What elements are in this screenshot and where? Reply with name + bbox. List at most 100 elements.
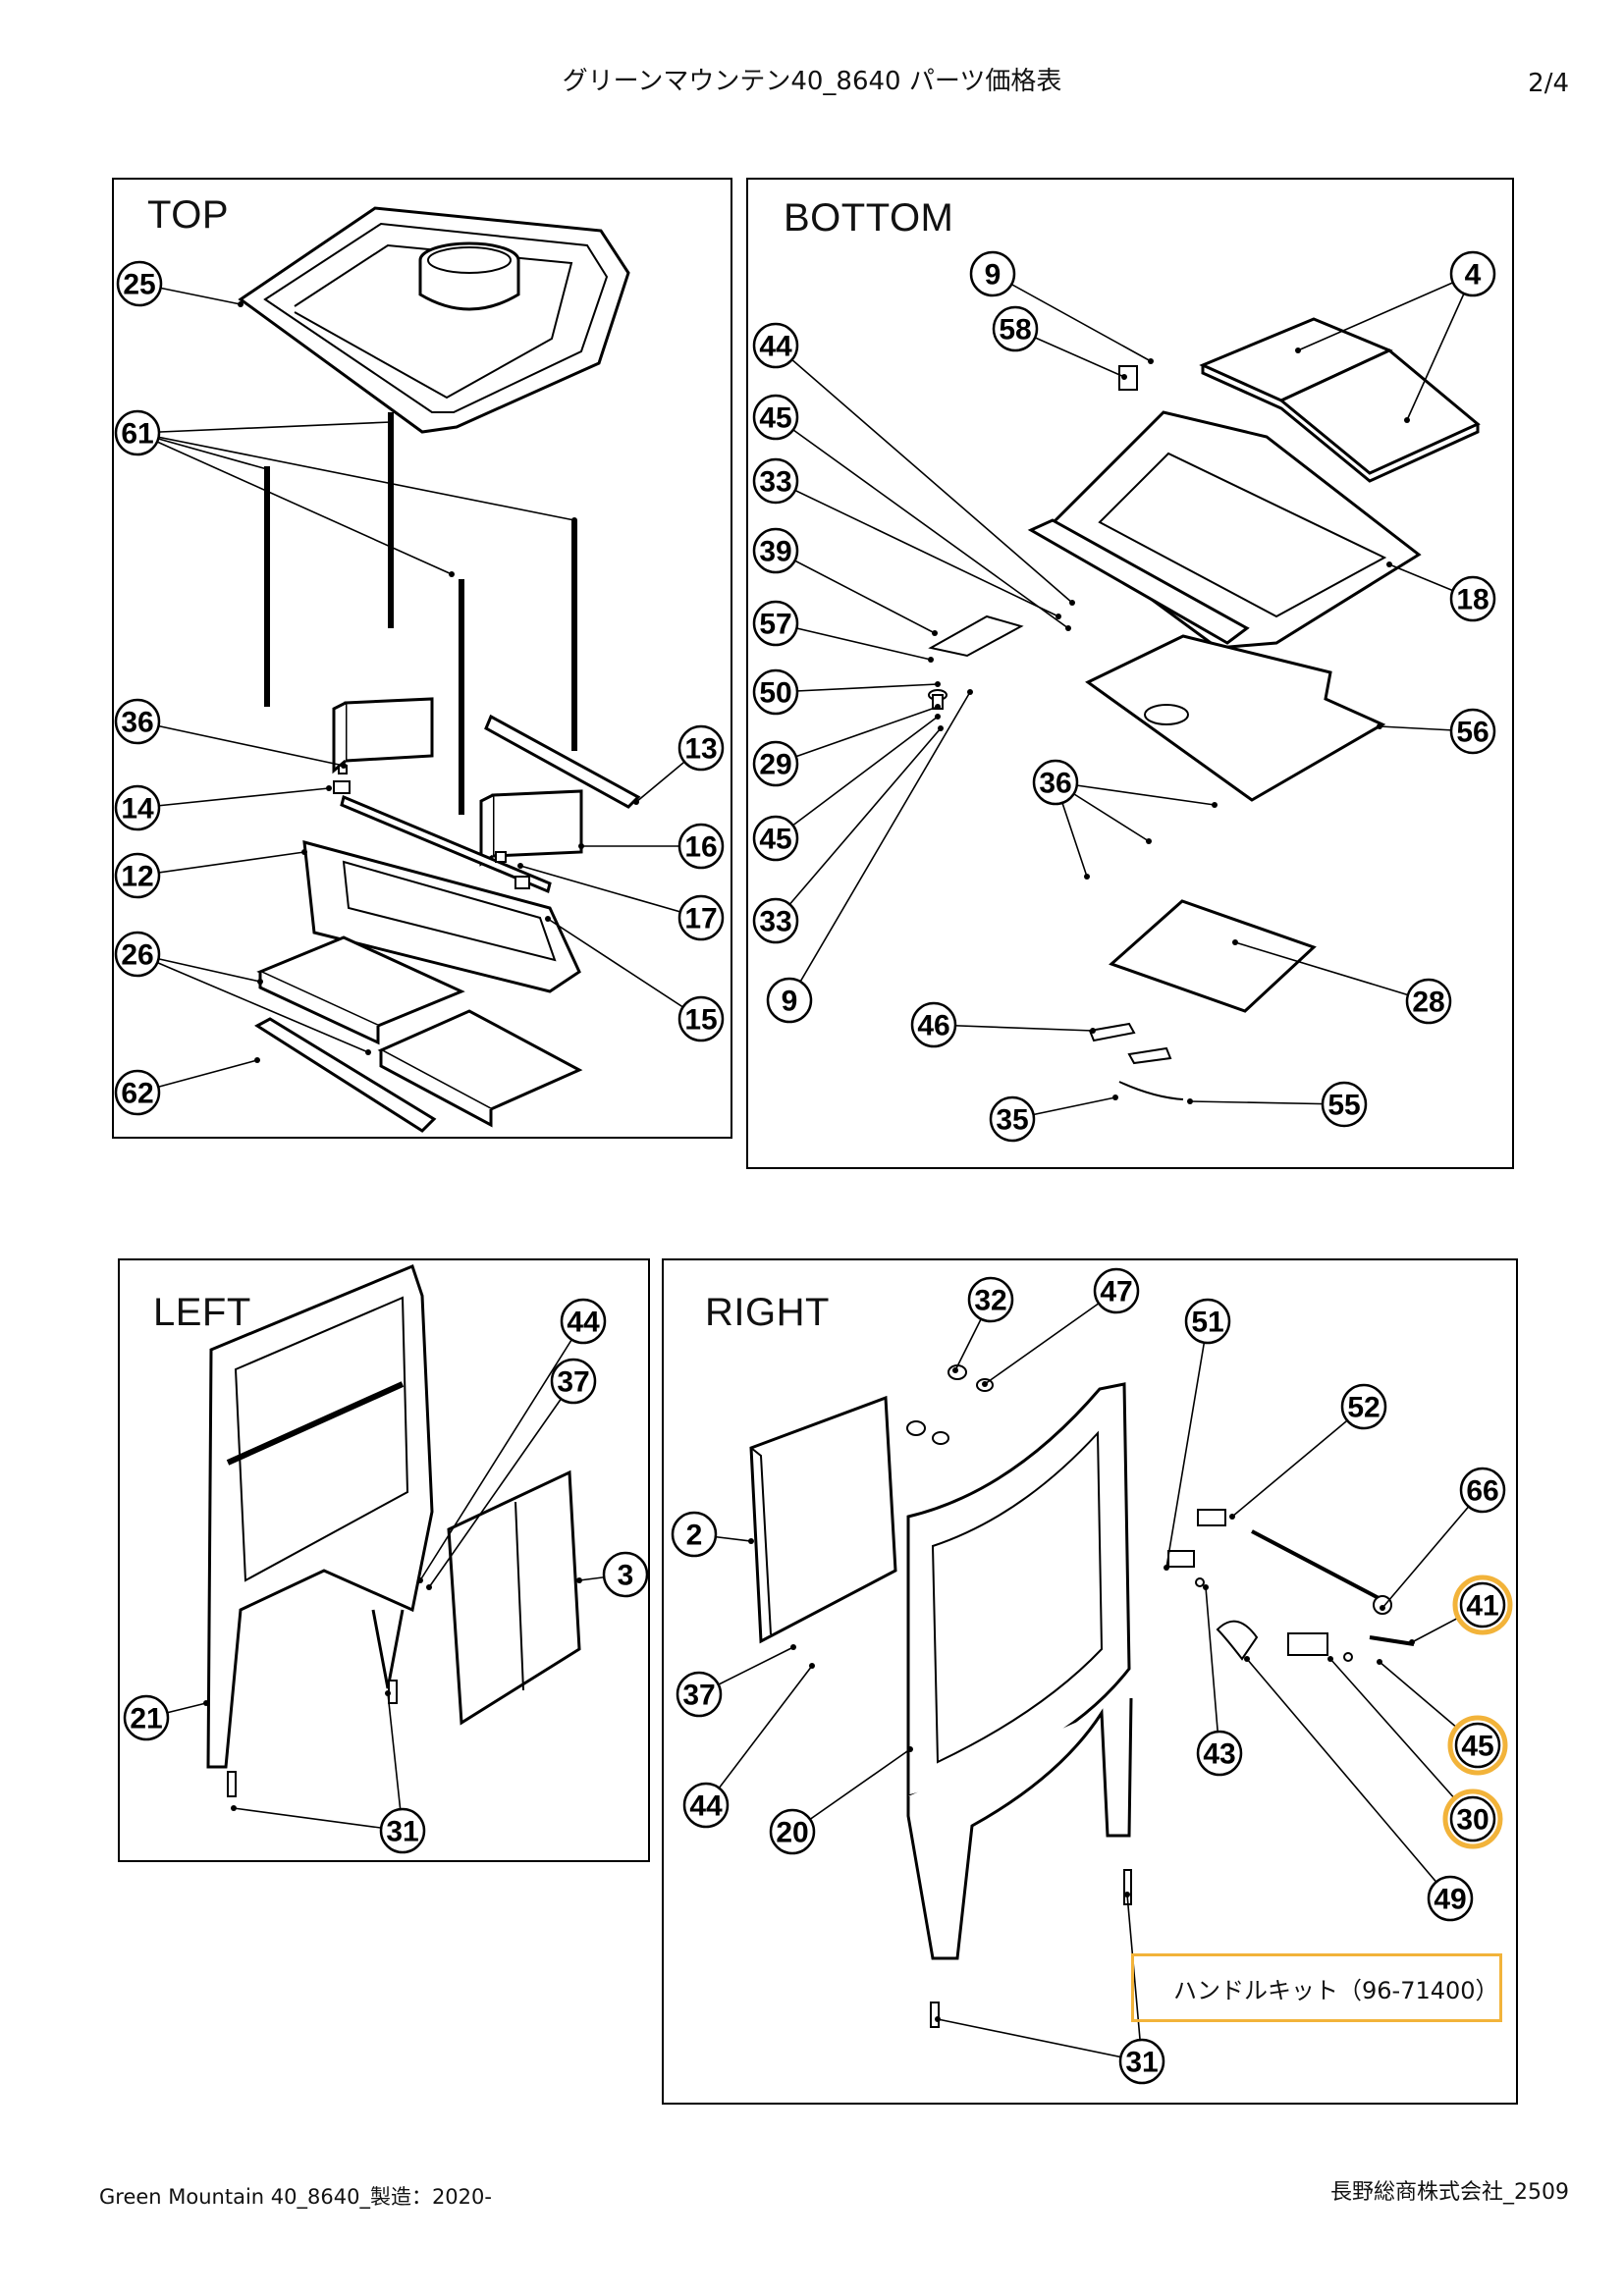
callout-number: 33: [759, 466, 791, 499]
callout-circle: [752, 668, 799, 716]
callout-number: 13: [684, 733, 717, 766]
leader-line: [1165, 1320, 1209, 1569]
callout-number: 49: [1434, 1884, 1466, 1916]
leader-line: [233, 1807, 404, 1832]
callout-right-30: 30: [1327, 1656, 1503, 1849]
leader-line: [791, 1748, 911, 1833]
callout-number: 16: [684, 831, 717, 864]
callout-number: 51: [1191, 1307, 1223, 1339]
leader-line: [775, 480, 1059, 617]
leader-dot: [578, 843, 584, 849]
leader-dot: [571, 517, 577, 523]
callout-number: 29: [759, 749, 791, 781]
callout-circle: [1449, 708, 1496, 755]
callout-top-14: 14: [114, 784, 332, 831]
callout-circle: [989, 1095, 1036, 1143]
leader-dot: [449, 571, 455, 577]
callout-bottom-45: 45: [752, 714, 941, 862]
callout-right-41: 41: [1409, 1575, 1513, 1645]
callout-number: 17: [684, 903, 717, 935]
callout-circle: [752, 394, 799, 441]
leader-line: [984, 1290, 1117, 1385]
leader-dot: [1121, 374, 1127, 380]
callout-circle: [677, 724, 725, 772]
leader-dot: [385, 1690, 391, 1696]
callout-number: 33: [759, 906, 791, 938]
left-sidepanel: [206, 1263, 434, 1769]
leader-dot: [1148, 358, 1154, 364]
callout-right-45: 45: [1377, 1659, 1508, 1776]
leader-dot: [1229, 1514, 1235, 1520]
leader-dot: [254, 1057, 260, 1063]
callout-left-3: 3: [576, 1551, 649, 1598]
callout-right-32: 32: [952, 1276, 1014, 1373]
callout-number: 43: [1203, 1738, 1235, 1771]
callout-number: 45: [759, 402, 791, 435]
callout-right-44: 44: [682, 1663, 815, 1829]
callout-bottom-57: 57: [752, 600, 934, 663]
callout-right-47: 47: [982, 1267, 1140, 1387]
callout-circle: [752, 457, 799, 505]
leader-dot: [952, 1367, 958, 1373]
leader-line: [775, 416, 1069, 629]
callout-number: 2: [686, 1520, 703, 1552]
callout-circle: [682, 1782, 730, 1829]
callout-number: 32: [974, 1285, 1006, 1317]
callout-number: 36: [121, 707, 153, 739]
leader-dot: [967, 689, 973, 695]
callout-circle: [752, 322, 799, 369]
callout-circle: [1340, 1383, 1387, 1430]
callout-bottom-28: 28: [1232, 939, 1452, 1025]
leader-dot: [1124, 1892, 1130, 1897]
panel-top: [112, 178, 732, 1139]
leader-line: [1297, 273, 1474, 351]
callout-circle: [560, 1298, 607, 1345]
callout-number: 31: [1125, 2047, 1158, 2079]
callout-circle: [114, 698, 161, 745]
bottom-firebricks: [1199, 317, 1481, 483]
callout-circle: [676, 1671, 723, 1718]
panel-right: [662, 1258, 1518, 2105]
callout-top-26: 26: [114, 931, 371, 1055]
callout-bottom-45: 45: [752, 394, 1071, 631]
leader-dot: [1164, 1565, 1169, 1571]
callout-top-13: 13: [633, 724, 725, 805]
callout-circle: [1405, 978, 1452, 1025]
callout-circle: [677, 894, 725, 941]
callout-circle: [1032, 759, 1079, 806]
footer-company: 長野総商株式会社_2509: [1330, 2180, 1569, 2205]
leader-dot: [517, 863, 523, 869]
leader-dot: [907, 1746, 913, 1752]
leader-dot: [928, 657, 934, 663]
leader-line: [428, 1380, 574, 1588]
leader-dot: [264, 466, 270, 472]
leader-line: [136, 953, 369, 1053]
callout-circle: [379, 1807, 426, 1854]
leader-dot: [790, 1644, 796, 1650]
leader-dot: [935, 681, 941, 687]
leader-line: [775, 706, 939, 765]
callout-number: 56: [1456, 717, 1489, 749]
callout-number: 26: [121, 939, 153, 972]
callout-circle: [752, 740, 799, 787]
callout-circle: [1427, 1875, 1474, 1922]
callout-top-61: 61: [114, 409, 577, 577]
callout-top-12: 12: [114, 849, 307, 899]
panel-left-title: LEFT: [153, 1291, 251, 1334]
callout-circle: [114, 931, 161, 978]
callout-circle: [969, 250, 1016, 297]
leader-line: [1329, 1658, 1474, 1820]
callout-number: 37: [557, 1366, 589, 1399]
leader-line: [937, 2018, 1143, 2062]
leader-dot: [1295, 347, 1301, 353]
leader-dot: [1065, 625, 1071, 631]
callout-number: 50: [759, 677, 791, 710]
leader-dot: [748, 1538, 754, 1544]
callout-bottom-58: 58: [992, 305, 1127, 380]
leader-line: [519, 865, 702, 919]
callout-bottom-9: 9: [969, 250, 1154, 364]
callout-right-37: 37: [676, 1644, 796, 1718]
callout-bottom-55: 55: [1187, 1081, 1368, 1128]
leader-line: [419, 1320, 584, 1581]
leader-dot: [935, 714, 941, 720]
